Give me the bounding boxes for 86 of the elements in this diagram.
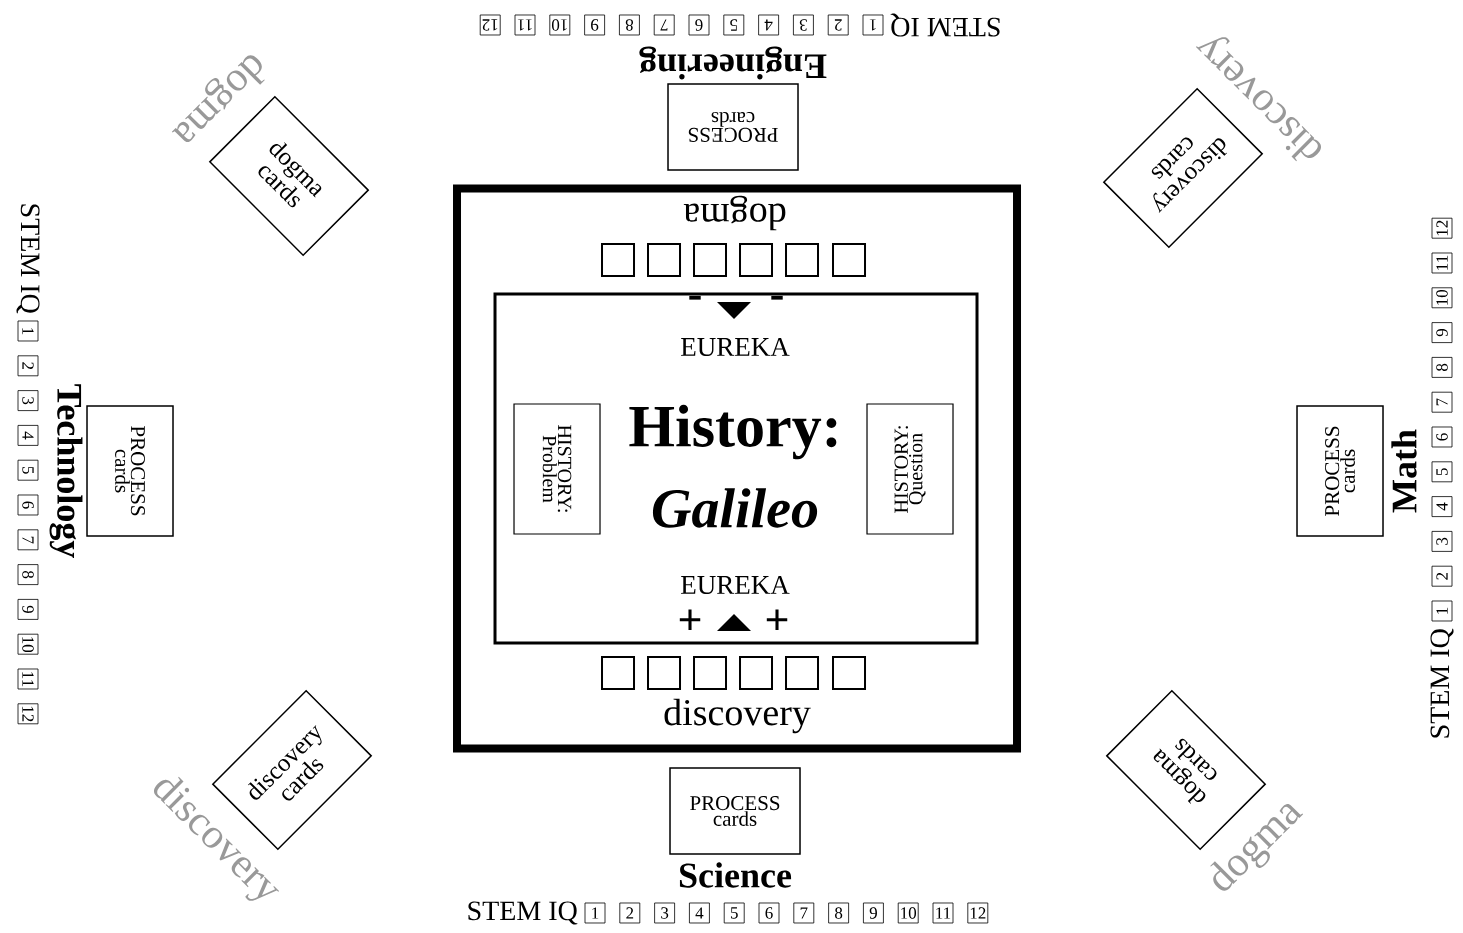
score-box: 11 — [17, 668, 39, 690]
board-label: discovery — [664, 698, 811, 734]
track-square — [601, 656, 635, 690]
score-box: 8 — [828, 902, 849, 924]
track-square — [785, 243, 819, 277]
score-box: 6 — [688, 14, 710, 36]
score-box: 5 — [1431, 461, 1453, 483]
score-box: 4 — [758, 14, 779, 36]
score-box: 9 — [863, 902, 884, 924]
history-card-box: HISTORY: Question — [866, 403, 954, 535]
score-box: 12 — [479, 14, 501, 36]
score-box: 8 — [619, 14, 640, 36]
track-square — [647, 656, 681, 690]
track-square — [693, 243, 727, 277]
score-box: 9 — [17, 599, 39, 620]
score-box: 6 — [1431, 426, 1453, 448]
score-box: 7 — [793, 902, 815, 924]
score-box: 6 — [758, 902, 780, 924]
board-frame — [453, 184, 1021, 753]
track-square — [739, 243, 773, 277]
title-text: History: — [629, 404, 837, 460]
score-box: 5 — [17, 459, 39, 481]
eureka-label: EUREKA — [681, 337, 790, 357]
score-label: STEM IQ — [1430, 628, 1454, 738]
score-box: 2 — [827, 14, 849, 36]
score-box: 2 — [17, 355, 39, 377]
score-box: 2 — [1431, 565, 1453, 587]
card-stack-box: PROCESS cards — [667, 83, 799, 171]
score-box: 3 — [793, 14, 814, 36]
sign-label: - — [689, 295, 701, 300]
track-square — [832, 243, 866, 277]
score-box: 7 — [653, 14, 675, 36]
score-box: 11 — [932, 902, 954, 924]
card-stack-box: PROCESS cards — [86, 405, 174, 537]
score-box: 10 — [549, 14, 571, 36]
score-box: 12 — [1431, 217, 1453, 239]
track-square — [785, 656, 819, 690]
score-box: 8 — [1431, 357, 1453, 378]
category-heading: Technology — [49, 384, 83, 559]
score-box: 3 — [17, 390, 39, 411]
score-box: 1 — [17, 320, 39, 342]
score-box: 10 — [897, 902, 919, 924]
card-stack-box: PROCESS cards — [669, 767, 801, 855]
score-box: 1 — [1431, 600, 1453, 622]
eureka-label: EUREKA — [681, 575, 790, 595]
category-heading: Science — [679, 862, 792, 888]
track-square — [693, 656, 727, 690]
sign-label: + — [679, 609, 701, 631]
score-box: 7 — [17, 529, 39, 551]
score-box: 10 — [1431, 287, 1453, 309]
score-box: 10 — [17, 633, 39, 655]
score-box: 1 — [862, 14, 884, 36]
track-square — [739, 656, 773, 690]
track-square — [601, 243, 635, 277]
score-label: STEM IQ — [16, 204, 40, 314]
score-box: 3 — [654, 902, 675, 924]
history-card-box: HISTORY: Problem — [513, 403, 601, 535]
center-frame — [493, 292, 979, 645]
board-label: dogma — [683, 195, 786, 231]
score-box: 6 — [17, 494, 39, 516]
score-box: 4 — [1431, 496, 1453, 517]
score-box: 11 — [1431, 252, 1453, 274]
score-box: 9 — [584, 14, 605, 36]
score-box: 4 — [689, 902, 710, 924]
category-heading: Engineering — [639, 46, 827, 80]
score-box: 12 — [967, 902, 989, 924]
score-box: 7 — [1431, 391, 1453, 413]
sign-label: - — [771, 295, 783, 300]
category-heading: Math — [1391, 429, 1417, 513]
score-box: 8 — [17, 564, 39, 585]
track-square — [647, 243, 681, 277]
card-stack-box: PROCESS cards — [1296, 405, 1384, 537]
track-square — [832, 656, 866, 690]
score-box: 5 — [723, 14, 745, 36]
score-box: 1 — [584, 902, 606, 924]
score-box: 4 — [17, 425, 39, 446]
score-box: 2 — [619, 902, 641, 924]
score-box: 9 — [1431, 322, 1453, 343]
score-label: STEM IQ — [468, 901, 578, 925]
score-box: 12 — [17, 703, 39, 725]
score-box: 5 — [723, 902, 745, 924]
score-label: STEM IQ — [890, 13, 1000, 37]
sign-label: + — [766, 609, 788, 631]
score-box: 11 — [514, 14, 536, 36]
score-box: 3 — [1431, 531, 1453, 552]
title-text: Galileo — [652, 488, 818, 528]
